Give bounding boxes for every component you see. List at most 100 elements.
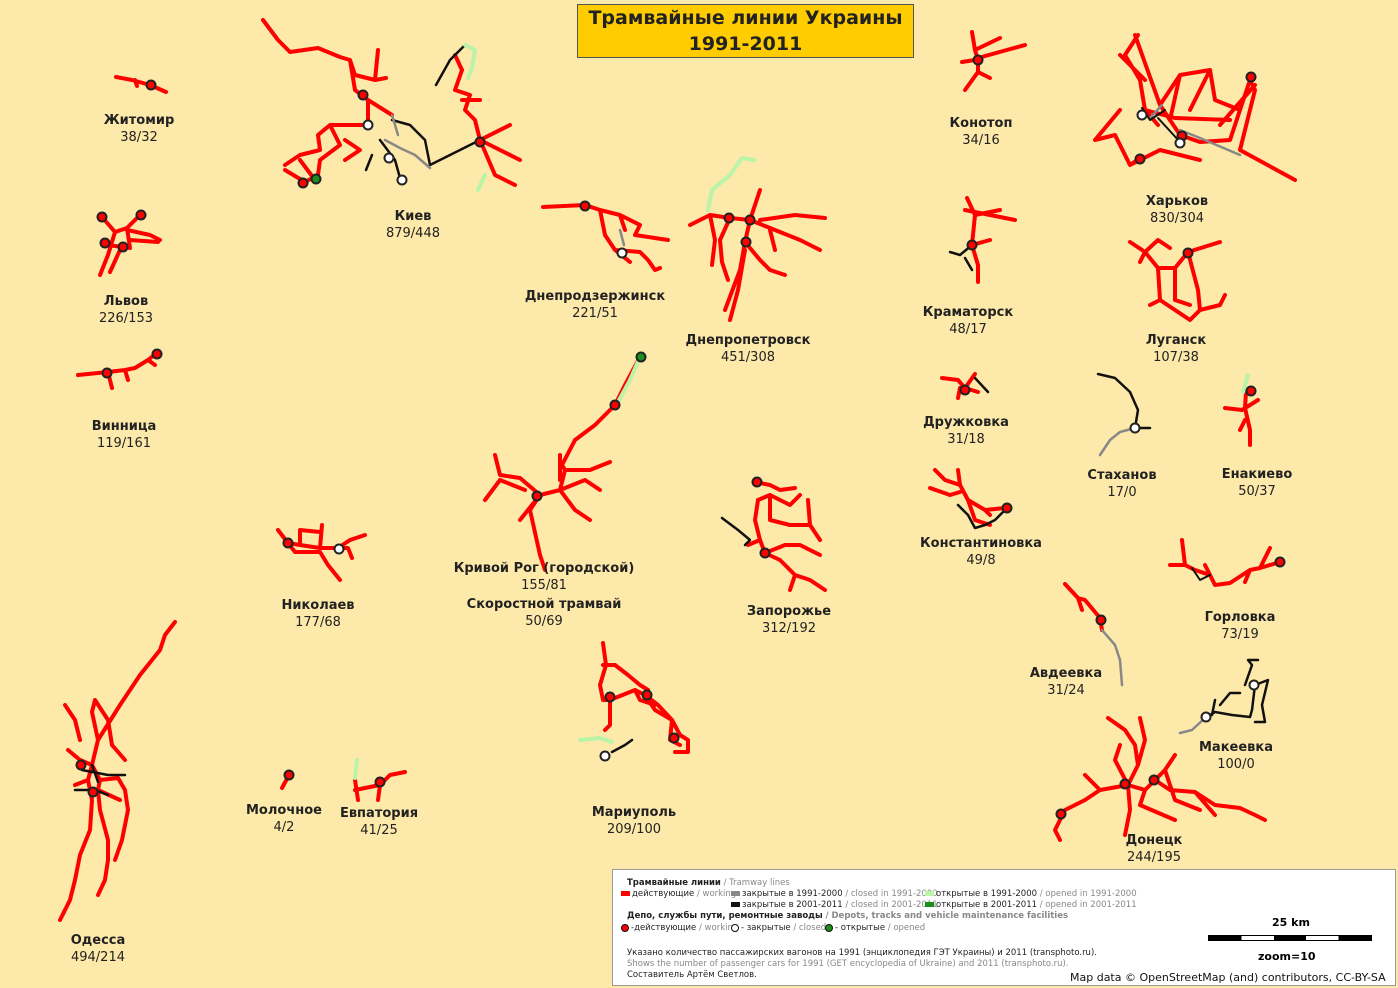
city-numbers: 17/0 — [1107, 485, 1137, 500]
zaporizhzhia-network — [720, 480, 827, 592]
city-numbers: 119/161 — [96, 436, 151, 451]
depot-marker-closed — [396, 174, 408, 186]
donetsk-network — [1053, 716, 1267, 842]
legend-opened2-ru: открытые в 2001-2011 — [936, 900, 1038, 910]
city-name: Дружковка — [923, 415, 1009, 430]
city-numbers: 494/214 — [70, 950, 125, 965]
kryvyi-rih-network — [483, 355, 642, 572]
city-name: Запорожье — [746, 604, 832, 619]
depot-marker-working — [374, 776, 386, 788]
city-label-odesa: Одесса 494/214 — [0, 932, 208, 966]
city-numbers: 49/8 — [966, 553, 996, 568]
zhytomyr-network — [114, 75, 168, 94]
city-numbers: 226/153 — [98, 311, 153, 326]
depot-marker-working — [135, 209, 147, 221]
depot-marker-working — [282, 537, 294, 549]
depot-closed-icon — [731, 923, 739, 932]
city-name: Одесса — [70, 933, 126, 948]
depot-marker-closed — [616, 247, 628, 259]
osm-attribution: Map data © OpenStreetMap (and) contribut… — [1070, 971, 1386, 984]
depot-marker-working — [1055, 808, 1067, 820]
scale-bar — [1208, 935, 1372, 941]
depot-marker-working — [579, 200, 591, 212]
legend-depot-working-ru: -действующие — [631, 923, 697, 933]
depot-marker-working — [117, 241, 129, 253]
legend-note-en: Shows the number of passenger cars for 1… — [627, 959, 1069, 969]
depot-marker-working — [609, 399, 621, 411]
depot-working-icon — [621, 923, 629, 932]
swatch-working — [621, 891, 630, 896]
city-numbers: 31/24 — [1047, 683, 1085, 698]
depot-marker-closed — [1174, 137, 1186, 149]
legend-depot-closed: - закрытые / closed — [731, 923, 826, 933]
legend-depot-closed-en: / closed — [793, 923, 827, 933]
city-name: Константиновка — [920, 536, 1042, 551]
legend-note-ru: Указано количество пассажирских вагонов … — [627, 948, 1097, 958]
konotop-network — [960, 30, 1027, 92]
legend-closed2-ru: закрытые в 2001-2011 — [742, 900, 843, 910]
makiivka-network — [1178, 658, 1270, 735]
legend-closed2-en: / closed in 2001-2011 — [845, 900, 938, 910]
depot-marker-working — [1148, 774, 1160, 786]
legend-depot-working-en: / working — [698, 923, 739, 933]
legend-opened1-en: / opened in 1991-2000 — [1039, 889, 1137, 899]
city-numbers: 879/448 — [385, 226, 440, 241]
city-name: Скоростной трамвай — [466, 597, 622, 612]
swatch-closed-2001-2011 — [731, 902, 740, 907]
city-numbers: 50/69 — [525, 614, 563, 629]
depot-marker-closed — [383, 152, 395, 164]
swatch-closed-1991-2000 — [731, 891, 740, 896]
depot-marker-closed — [1248, 679, 1260, 691]
city-name: Мариуполь — [591, 805, 677, 820]
depot-marker-opened — [635, 351, 647, 363]
luhansk-network — [1128, 238, 1227, 322]
depot-markers — [75, 54, 1286, 820]
depot-marker-opened — [310, 173, 322, 185]
title-line-2: 1991-2011 — [688, 33, 803, 55]
depot-marker-working — [145, 79, 157, 91]
city-name: Киев — [394, 209, 432, 224]
city-name: Донецк — [1125, 833, 1183, 848]
depot-marker-working — [751, 476, 763, 488]
depot-marker-working — [744, 214, 756, 226]
depot-marker-working — [723, 212, 735, 224]
city-numbers: 73/19 — [1221, 627, 1259, 642]
legend-closed1-ru: закрытые в 1991-2000 — [742, 889, 843, 899]
depot-marker-working — [151, 348, 163, 360]
legend-closed1-en: / closed in 1991-2000 — [845, 889, 938, 899]
city-label-kyiv: Киев 879/448 — [303, 208, 523, 242]
depot-marker-closed — [362, 119, 374, 131]
depot-marker-closed — [1200, 711, 1212, 723]
depot-marker-working — [1245, 71, 1257, 83]
city-numbers: 451/308 — [720, 350, 775, 365]
legend-depot-opened-en: / opened — [887, 923, 926, 933]
legend-working-line: действующие / working — [621, 889, 736, 899]
depot-marker-closed — [1129, 422, 1141, 434]
city-numbers: 31/18 — [947, 432, 985, 447]
legend-working-ru: действующие — [632, 889, 695, 899]
depot-marker-working — [96, 211, 108, 223]
legend-opened2-line: открытые в 2001-2011 / opened in 2001-20… — [925, 900, 1137, 910]
city-numbers: 41/25 — [360, 823, 398, 838]
depot-marker-closed — [599, 750, 611, 762]
depot-marker-working — [972, 54, 984, 66]
kyiv-network — [261, 18, 522, 192]
odesa-network — [58, 620, 177, 922]
city-label-kryvyi-rih: Кривой Рог (городской)155/81 — [414, 560, 674, 594]
